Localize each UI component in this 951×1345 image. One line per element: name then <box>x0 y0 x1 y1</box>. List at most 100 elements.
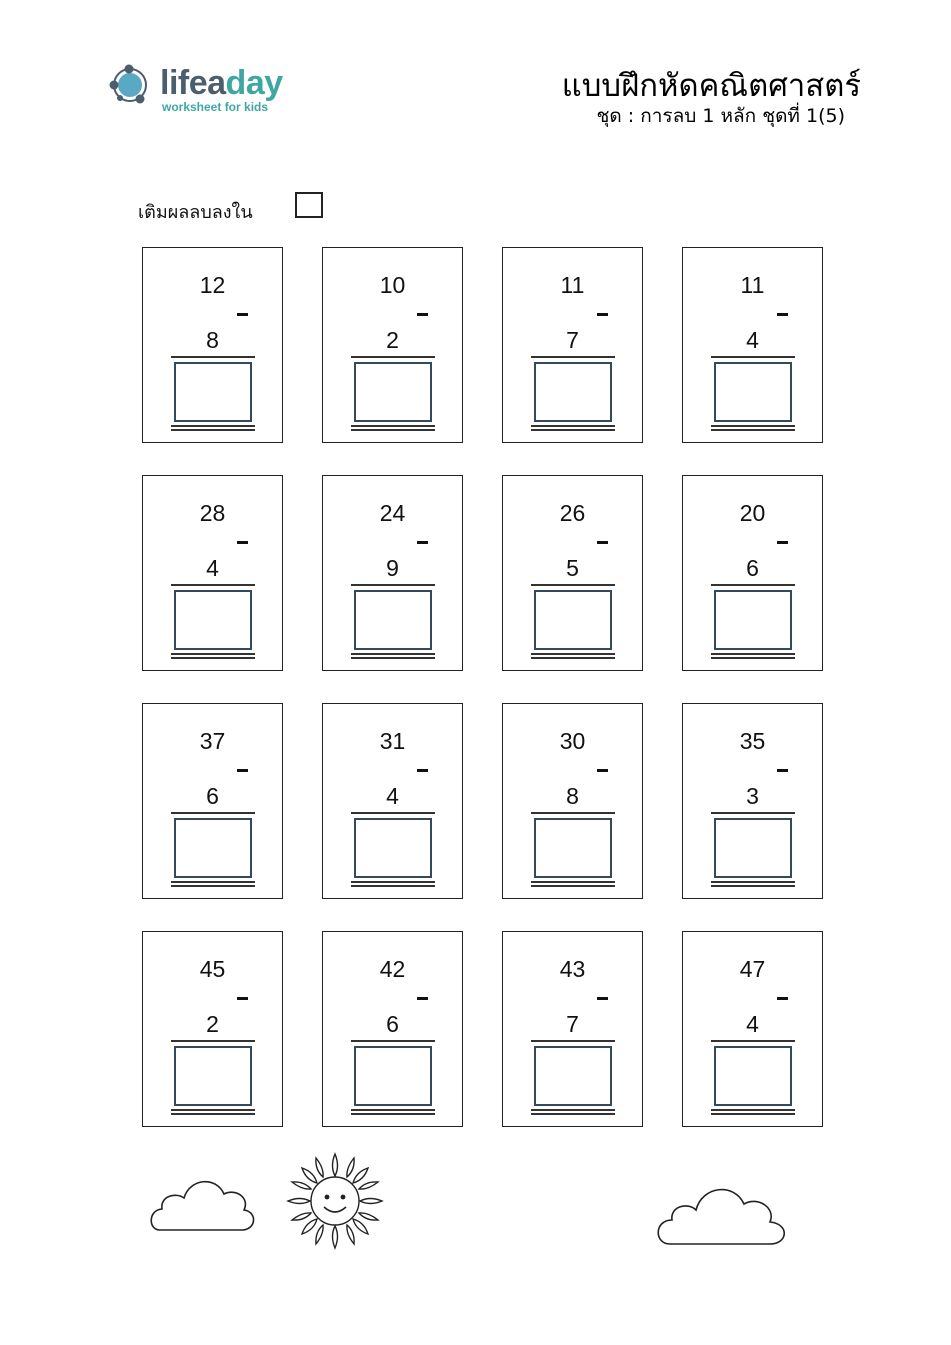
minuend: 28 <box>199 500 226 526</box>
subtrahend: 8 <box>206 327 219 353</box>
double-underline <box>351 429 435 431</box>
sun-icon <box>286 1152 384 1250</box>
logo-name: lifeaday <box>160 64 283 102</box>
divider-line <box>531 584 615 586</box>
double-underline <box>171 1113 255 1115</box>
minus-sign-icon <box>417 769 428 772</box>
problem-card: 20 6 <box>682 475 823 671</box>
subtrahend: 4 <box>746 1011 759 1037</box>
divider-line <box>351 1040 435 1042</box>
double-underline <box>531 429 615 431</box>
double-underline <box>711 885 795 887</box>
minus-sign-icon <box>777 769 788 772</box>
double-underline <box>531 1109 615 1111</box>
minuend: 42 <box>379 956 406 982</box>
instruction-text: เติมผลลบลงใน <box>138 202 253 223</box>
double-underline <box>351 657 435 659</box>
answer-box[interactable] <box>174 818 252 878</box>
double-underline <box>711 429 795 431</box>
divider-line <box>351 356 435 358</box>
answer-box[interactable] <box>354 362 432 422</box>
minus-sign-icon <box>417 313 428 316</box>
answer-box[interactable] <box>354 818 432 878</box>
page-subtitle: ชุด : การลบ 1 หลัก ชุดที่ 1(5) <box>596 105 845 127</box>
answer-box[interactable] <box>714 1046 792 1106</box>
subtrahend: 9 <box>386 555 399 581</box>
double-underline <box>351 425 435 427</box>
double-underline <box>531 425 615 427</box>
instruction-box-icon <box>295 192 323 218</box>
problem-card: 11 4 <box>682 247 823 443</box>
logo: lifeaday worksheet for kids <box>108 58 298 118</box>
divider-line <box>171 1040 255 1042</box>
answer-box[interactable] <box>174 590 252 650</box>
answer-box[interactable] <box>174 362 252 422</box>
divider-line <box>711 356 795 358</box>
divider-line <box>171 356 255 358</box>
double-underline <box>531 657 615 659</box>
minus-sign-icon <box>237 313 248 316</box>
subtrahend: 6 <box>206 783 219 809</box>
minus-sign-icon <box>777 997 788 1000</box>
minuend: 37 <box>199 728 226 754</box>
divider-line <box>171 812 255 814</box>
answer-box[interactable] <box>174 1046 252 1106</box>
subtrahend: 4 <box>206 555 219 581</box>
double-underline <box>711 1113 795 1115</box>
problem-card: 11 7 <box>502 247 643 443</box>
answer-box[interactable] <box>534 1046 612 1106</box>
subtrahend: 2 <box>206 1011 219 1037</box>
double-underline <box>711 1109 795 1111</box>
minus-sign-icon <box>597 769 608 772</box>
divider-line <box>171 584 255 586</box>
double-underline <box>711 425 795 427</box>
subtrahend: 5 <box>566 555 579 581</box>
answer-box[interactable] <box>714 590 792 650</box>
problem-card: 26 5 <box>502 475 643 671</box>
subtrahend: 2 <box>386 327 399 353</box>
problem-card: 10 2 <box>322 247 463 443</box>
minus-sign-icon <box>237 541 248 544</box>
double-underline <box>531 653 615 655</box>
answer-box[interactable] <box>354 1046 432 1106</box>
problem-card: 43 7 <box>502 931 643 1127</box>
minuend: 26 <box>559 500 586 526</box>
answer-box[interactable] <box>354 590 432 650</box>
divider-line <box>351 812 435 814</box>
double-underline <box>531 881 615 883</box>
double-underline <box>171 885 255 887</box>
minus-sign-icon <box>417 541 428 544</box>
subtrahend: 8 <box>566 783 579 809</box>
minus-sign-icon <box>777 541 788 544</box>
divider-line <box>531 812 615 814</box>
answer-box[interactable] <box>714 362 792 422</box>
answer-box[interactable] <box>714 818 792 878</box>
problem-card: 30 8 <box>502 703 643 899</box>
double-underline <box>351 653 435 655</box>
double-underline <box>711 657 795 659</box>
minuend: 11 <box>740 272 765 298</box>
answer-box[interactable] <box>534 818 612 878</box>
minus-sign-icon <box>597 997 608 1000</box>
divider-line <box>531 1040 615 1042</box>
subtrahend: 4 <box>386 783 399 809</box>
double-underline <box>351 1113 435 1115</box>
minuend: 20 <box>739 500 766 526</box>
divider-line <box>711 1040 795 1042</box>
logo-tagline: worksheet for kids <box>162 100 269 114</box>
divider-line <box>711 584 795 586</box>
double-underline <box>171 657 255 659</box>
answer-box[interactable] <box>534 590 612 650</box>
minus-sign-icon <box>597 541 608 544</box>
minuend: 12 <box>199 272 226 298</box>
double-underline <box>711 881 795 883</box>
double-underline <box>531 1113 615 1115</box>
subtrahend: 3 <box>746 783 759 809</box>
answer-box[interactable] <box>534 362 612 422</box>
minus-sign-icon <box>417 997 428 1000</box>
problem-card: 37 6 <box>142 703 283 899</box>
double-underline <box>171 425 255 427</box>
divider-line <box>711 812 795 814</box>
minuend: 10 <box>379 272 406 298</box>
problem-card: 31 4 <box>322 703 463 899</box>
